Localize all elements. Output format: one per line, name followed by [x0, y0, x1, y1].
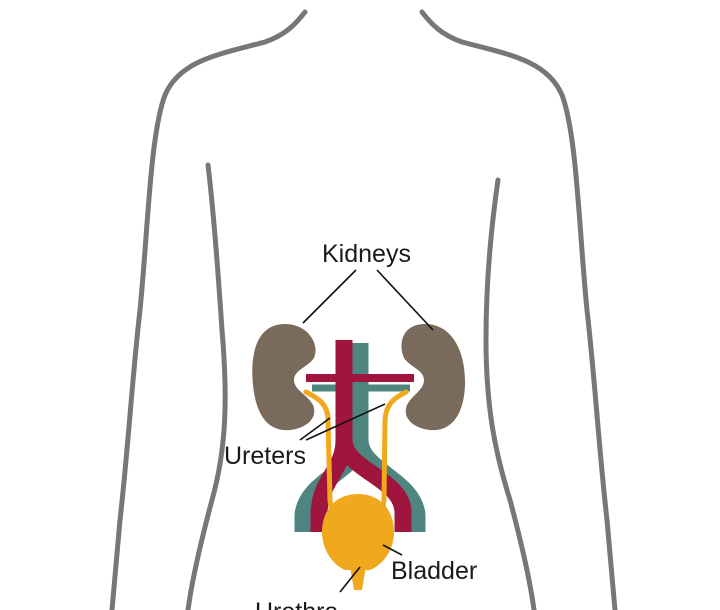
- bladder-leader-line: [382, 544, 403, 556]
- body-outline: [419, 9, 618, 610]
- body-outline: [109, 9, 308, 610]
- bladder: [322, 494, 394, 570]
- ureters-leader-line: [305, 403, 386, 441]
- ureters-leader-line: [299, 417, 331, 441]
- body-outline: [185, 162, 228, 610]
- ureters-label: Ureters: [224, 442, 306, 470]
- kidneys-leader-line: [376, 269, 434, 331]
- bladder-label: Bladder: [391, 557, 477, 585]
- right-kidney: [401, 324, 466, 431]
- body-outline: [483, 177, 537, 610]
- urethra: [350, 566, 366, 590]
- kidneys-label: Kidneys: [322, 240, 411, 268]
- urethra-leader-line: [339, 566, 361, 593]
- urethra-label: Urethra: [255, 598, 338, 610]
- iliac-artery: [335, 438, 412, 532]
- left-kidney: [252, 324, 316, 431]
- kidneys-leader-line: [302, 269, 357, 324]
